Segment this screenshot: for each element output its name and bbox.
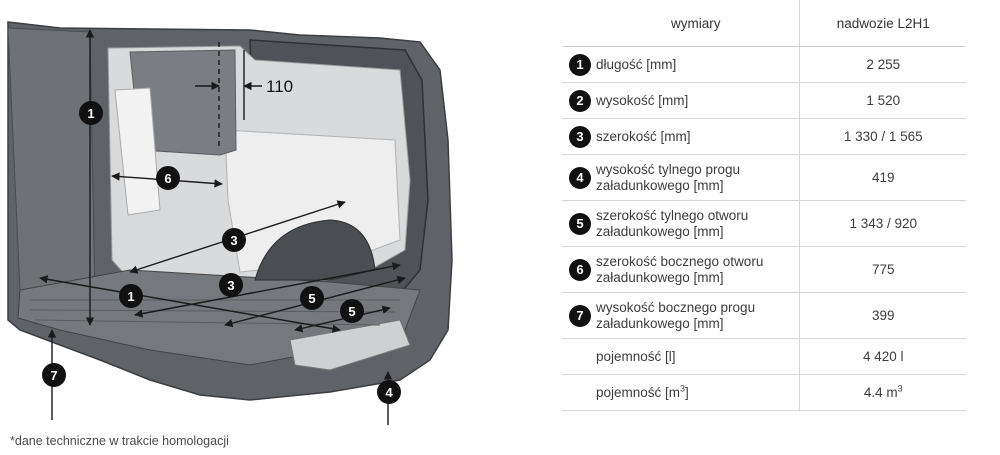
- row-value: 1 330 / 1 565: [799, 118, 966, 155]
- header-value: nadwozie L2H1: [799, 0, 966, 47]
- svg-text:1: 1: [127, 289, 134, 304]
- row-label: szerokość bocznego otworu załadunkowego …: [595, 253, 764, 285]
- row-number-badge: 2: [568, 89, 591, 112]
- svg-text:5: 5: [348, 304, 355, 319]
- table-row: pojemność [l] 4 420 l: [562, 338, 966, 375]
- svg-text:4: 4: [385, 385, 393, 400]
- row-number-badge: 5: [568, 212, 591, 235]
- table-row: 1 długość [mm] 2 255: [562, 46, 966, 83]
- left-wall: [7, 27, 96, 301]
- callout-2: 1: [79, 101, 103, 125]
- row-number-badge: 3: [568, 125, 591, 148]
- table-header-row: wymiary nadwozie L2H1: [562, 0, 966, 47]
- table-row: 3 szerokość [mm] 1 330 / 1 565: [562, 118, 966, 155]
- callout-6: 6: [156, 166, 180, 190]
- row-label: szerokość [mm]: [595, 128, 691, 144]
- row-value: 4 420 l: [799, 338, 966, 375]
- row-value: 4.4 m3: [799, 374, 966, 411]
- row-number-badge: 4: [568, 166, 591, 189]
- header-num: [562, 0, 592, 47]
- svg-text:5: 5: [308, 291, 315, 306]
- row-number-badge: 1: [568, 53, 591, 76]
- table-row: 4 wysokość tylnego progu załadunkowego […: [562, 154, 966, 201]
- table-row: 5 szerokość tylnego otworu załadunkowego…: [562, 200, 966, 247]
- header-param: wymiary: [591, 0, 800, 47]
- row-label: szerokość tylnego otworu załadunkowego […: [595, 207, 749, 239]
- callout-3a: 3: [222, 228, 246, 252]
- row-number-badge: 7: [568, 304, 591, 327]
- row-value: 1 520: [799, 82, 966, 119]
- row-label: wysokość [mm]: [595, 92, 689, 108]
- svg-text:3: 3: [230, 233, 237, 248]
- row-label: pojemność [l]: [595, 348, 676, 364]
- callout-5a: 5: [300, 286, 324, 310]
- row-label: długość [mm]: [595, 56, 677, 72]
- van-cargo-illustration: 110 1 6 3 3 1 5 5 7 4: [7, 21, 453, 425]
- row-number-badge: 6: [568, 258, 591, 281]
- callout-3b: 3: [219, 273, 243, 297]
- table-row: pojemność [m3] 4.4 m3: [562, 374, 966, 411]
- svg-text:7: 7: [50, 368, 57, 383]
- svg-text:6: 6: [164, 171, 171, 186]
- callout-badges: 1 6 3 3 1 5 5 7 4: [42, 101, 401, 404]
- row-label: wysokość tylnego progu załadunkowego [mm…: [595, 161, 741, 193]
- dimension-110-label: 110: [266, 77, 293, 96]
- row-value: 775: [799, 246, 966, 293]
- dim-line-5b: [294, 305, 391, 333]
- table-row: 2 wysokość [mm] 1 520: [562, 82, 966, 119]
- row-value: 2 255: [799, 46, 966, 83]
- callout-4: 4: [377, 380, 401, 404]
- row-value: 1 343 / 920: [799, 200, 966, 247]
- callout-7: 7: [42, 363, 66, 387]
- footnote: *dane techniczne w trakcie homologacji: [10, 434, 229, 448]
- row-label: wysokość bocznego progu załadunkowego [m…: [595, 299, 756, 331]
- van-cargo-drawing: 110 1 6 3 3 1 5 5 7 4: [7, 21, 453, 425]
- row-value: 419: [799, 154, 966, 201]
- callout-1: 1: [119, 284, 143, 308]
- table-row: 6 szerokość bocznego otworu załadunkoweg…: [562, 246, 966, 293]
- row-label: pojemność [m3]: [595, 383, 689, 400]
- table-row: 7 wysokość bocznego progu załadunkowego …: [562, 292, 966, 339]
- spec-table: wymiary nadwozie L2H1 1 długość [mm] 2 2…: [562, 0, 966, 411]
- row-value: 399: [799, 292, 966, 339]
- callout-5b: 5: [340, 299, 364, 323]
- svg-text:1: 1: [87, 106, 94, 121]
- svg-text:3: 3: [227, 278, 234, 293]
